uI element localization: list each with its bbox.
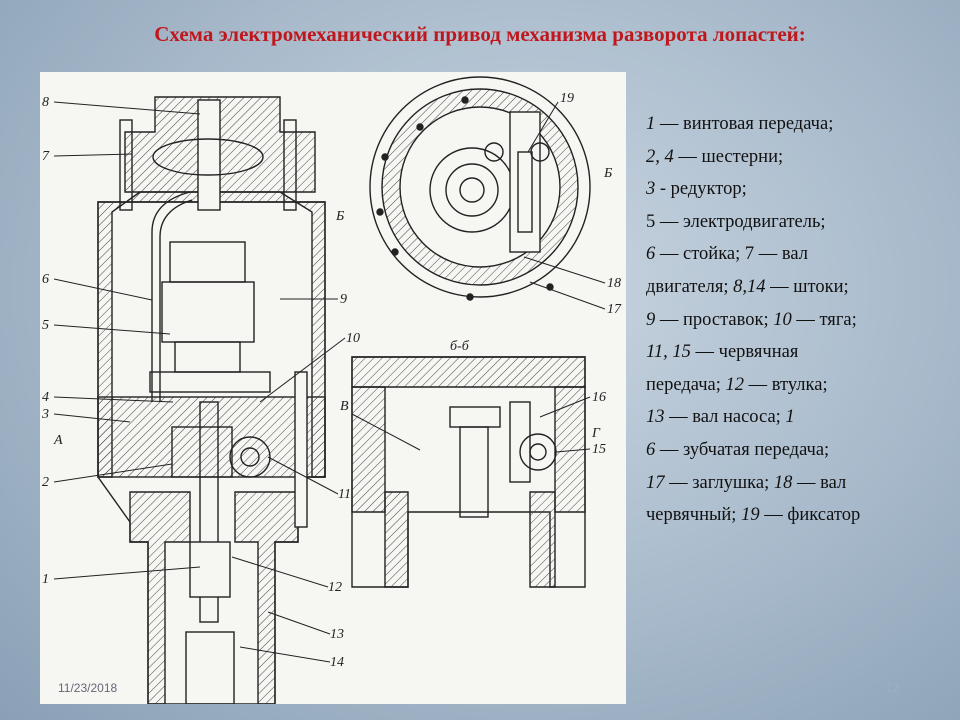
legend-item: червячный; 19 — фиксатор — [646, 499, 946, 532]
legend-item: двигателя; 8,14 — штоки; — [646, 271, 946, 304]
legend-item: 9 — проставок; 10 — тяга; — [646, 304, 946, 337]
callout-17: 17 — [607, 302, 622, 317]
callout-18: 18 — [607, 276, 621, 291]
callout-9: 9 — [340, 292, 347, 307]
callout-1: 1 — [42, 572, 49, 587]
slide-date: 11/23/2018 — [58, 681, 118, 695]
callout-14: 14 — [330, 655, 344, 670]
callout-19: 19 — [560, 91, 574, 106]
legend-item: 6 — зубчатая передача; — [646, 434, 946, 467]
callout-B-left: Б — [335, 209, 344, 224]
legend-item: передача; 12 — втулка; — [646, 369, 946, 402]
section-label-bb: б-б — [450, 339, 470, 354]
legend-item-text: передача; — [646, 374, 726, 395]
technical-drawing: 8 7 6 5 4 3 А 2 1 9 10 11 12 13 14 19 Б … — [40, 72, 626, 704]
legend-item-text: - редуктор; — [655, 179, 747, 200]
legend-item-text: — вал насоса; — [664, 407, 786, 428]
callout-12: 12 — [328, 580, 342, 595]
legend-item-text: — вал — [792, 472, 847, 493]
legend-item-number: 2, 4 — [646, 146, 674, 167]
legend-item-number: 1 — [785, 407, 795, 428]
legend-item-number: 1 — [646, 114, 656, 134]
legend-item-text: — шестерни; — [673, 146, 784, 167]
legend-item-text: — винтовая передача; — [655, 114, 834, 134]
callout-2: 2 — [42, 475, 49, 490]
legend-item-text: червячный; — [646, 505, 742, 526]
legend-item-number: 9 — [646, 309, 656, 330]
callout-B-right: Б — [603, 166, 612, 181]
legend-item-text: — заглушка; — [664, 472, 774, 493]
callout-3: 3 — [41, 407, 49, 422]
legend-item-number: 6 — [646, 244, 656, 265]
legend-item-text: двигателя; — [646, 276, 734, 297]
legend-item-text: — фиксатор — [759, 505, 861, 526]
callout-5: 5 — [42, 318, 49, 333]
callout-8: 8 — [42, 95, 49, 110]
callout-11: 11 — [338, 487, 351, 502]
legend-item-number: 11, 15 — [646, 342, 691, 363]
mechanism-schematic: 8 7 6 5 4 3 А 2 1 9 10 11 12 13 14 19 Б … — [41, 76, 622, 704]
legend-item-text: — зубчатая передача; — [655, 439, 830, 460]
legend-item-text: — стойка; 7 — вал — [655, 244, 808, 265]
callout-7: 7 — [42, 149, 50, 164]
callout-15: 15 — [592, 442, 606, 457]
legend-item-number: 13 — [646, 407, 665, 428]
callout-16: 16 — [592, 390, 606, 405]
legend-item-number: 3 — [646, 179, 656, 200]
legend-item-text: — проставок; — [655, 309, 774, 330]
legend-item-text: — штоки; — [765, 276, 849, 297]
legend-item: 6 — стойка; 7 — вал — [646, 238, 946, 271]
callout-13: 13 — [330, 627, 344, 642]
legend-item: 2, 4 — шестерни; — [646, 141, 946, 174]
legend-item-number: 8,14 — [733, 276, 766, 297]
callout-6: 6 — [42, 272, 49, 287]
callout-10: 10 — [346, 331, 360, 346]
legend-item: 1 — винтовая передача; — [646, 108, 946, 141]
callout-4: 4 — [42, 390, 49, 405]
callout-G: Г — [591, 426, 601, 441]
legend-item-text: — тяга; — [791, 309, 857, 330]
callout-A: А — [53, 433, 63, 448]
legend-item-number: 10 — [773, 309, 792, 330]
legend-item-number: 18 — [773, 472, 793, 493]
legend-item-number: 19 — [741, 505, 760, 526]
legend-item-number: 17 — [646, 472, 665, 493]
legend-item-text: — червячная — [690, 342, 799, 363]
legend-item-number: 12 — [725, 374, 745, 395]
legend-item-number: 6 — [646, 439, 656, 460]
slide-title: Схема электромеханический привод механиз… — [154, 22, 806, 46]
legend-item-text: 5 — электродвигатель; — [646, 211, 826, 232]
slide-number: 12 — [886, 681, 900, 695]
legend-item: 13 — вал насоса; 1 — [646, 401, 946, 434]
legend-item: 3 - редуктор; — [646, 173, 946, 206]
callout-V: В — [340, 399, 349, 414]
legend-item-text: — втулка; — [744, 374, 828, 395]
legend-item: 17 — заглушка; 18 — вал — [646, 467, 946, 500]
legend-item: 5 — электродвигатель; — [646, 206, 946, 239]
legend-item: 11, 15 — червячная — [646, 336, 946, 369]
legend-list: 1 — винтовая передача;2, 4 — шестерни;3 … — [646, 108, 946, 532]
